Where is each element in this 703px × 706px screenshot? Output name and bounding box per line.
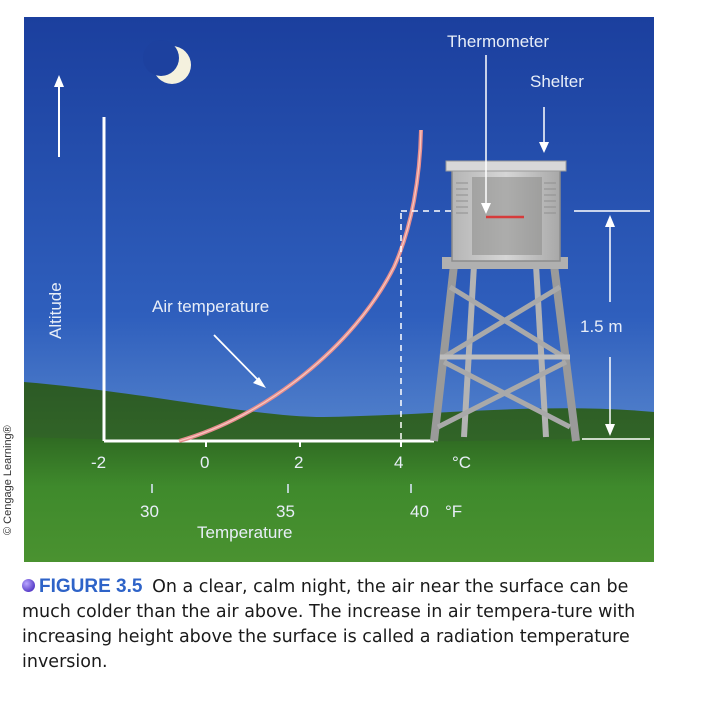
fahrenheit-unit-label: °F — [445, 502, 463, 521]
air-temperature-curve-highlight — [178, 129, 422, 442]
celsius-tick-label: 4 — [394, 453, 404, 472]
shelter-label: Shelter — [530, 72, 584, 91]
celsius-tick-label: -2 — [91, 453, 107, 472]
air-temperature-label: Air temperature — [152, 297, 270, 316]
height-arrow-up-head — [605, 215, 615, 227]
fahrenheit-tick-label: 30 — [140, 502, 159, 521]
grass-ground — [24, 437, 654, 562]
celsius-tick-label: 0 — [200, 453, 210, 472]
air-temperature-pointer-head — [253, 377, 266, 388]
altitude-arrowhead — [54, 75, 64, 87]
celsius-tick-label: 2 — [294, 453, 304, 472]
air-temperature-pointer — [213, 334, 261, 383]
caption-text: On a clear, calm night, the air near the… — [22, 577, 636, 672]
fahrenheit-tick-label: 35 — [276, 502, 295, 521]
figure-bullet-icon — [22, 579, 35, 592]
figure-number: FIGURE 3.5 — [39, 576, 143, 597]
thermometer-label: Thermometer — [447, 32, 550, 51]
altitude-label: Altitude — [46, 282, 65, 339]
fahrenheit-tick-label: 40 — [410, 502, 429, 521]
height-arrow-down-head — [605, 424, 615, 436]
shelter-pointer-head — [539, 142, 549, 153]
figure-caption: FIGURE 3.5 On a clear, calm night, the a… — [22, 574, 682, 675]
thermometer-pointer-head — [481, 203, 491, 214]
temperature-axis-label: Temperature — [197, 523, 293, 542]
height-label: 1.5 m — [580, 317, 623, 336]
shelter — [430, 160, 580, 442]
moon-icon — [143, 40, 191, 84]
diagram-scene: Thermometer Shelter Altitude Air tempera… — [24, 17, 654, 562]
copyright-credit: © Cengage Learning® — [2, 425, 14, 535]
celsius-unit-label: °C — [452, 453, 472, 472]
diagram-canvas — [24, 17, 654, 562]
